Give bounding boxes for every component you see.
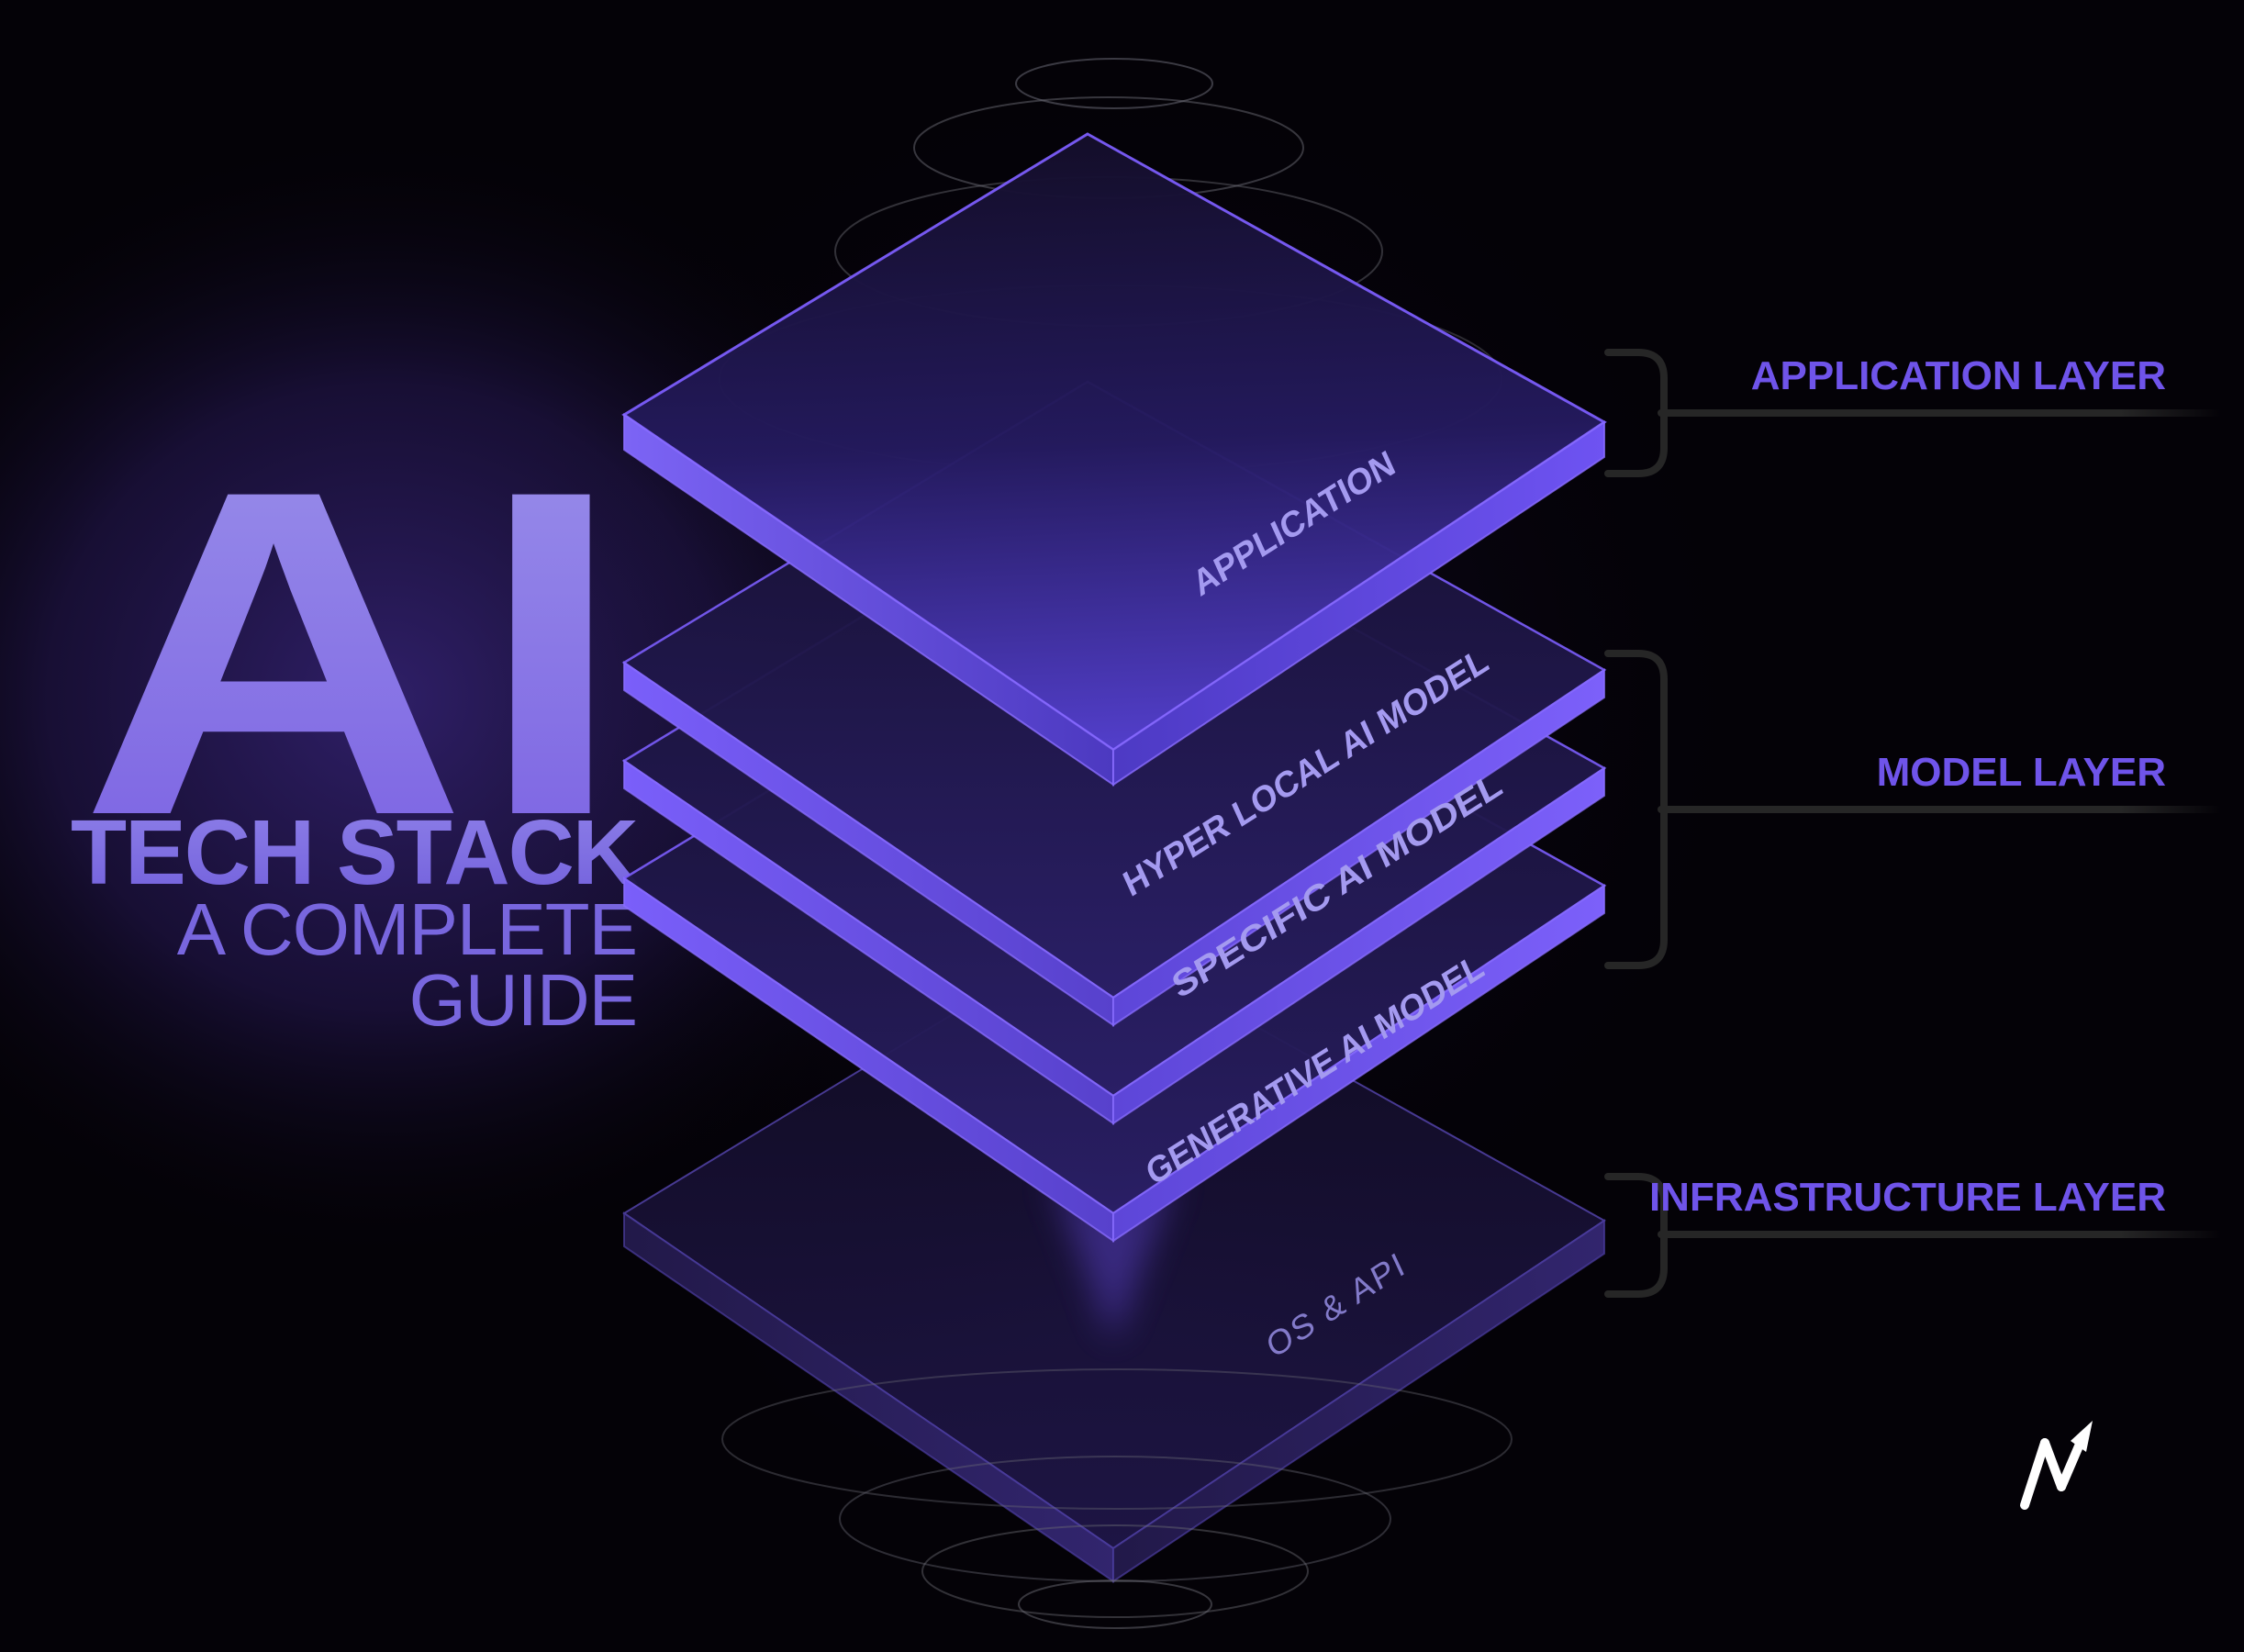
bottom-ripple-ellipses bbox=[721, 1368, 1513, 1629]
title-tagline-line2: GUIDE bbox=[409, 959, 637, 1041]
slab-application bbox=[621, 132, 1607, 787]
title-block: AI TECH STACK A COMPLETE GUIDE bbox=[71, 394, 641, 1041]
label-application-layer: APPLICATION LAYER bbox=[1751, 353, 2166, 398]
title-tagline-line1: A COMPLETE bbox=[177, 888, 637, 970]
label-model-layer: MODEL LAYER bbox=[1877, 750, 2166, 795]
title-main: AI bbox=[80, 394, 634, 911]
title-subtitle: TECH STACK bbox=[71, 801, 639, 904]
layer-labels: APPLICATION LAYER MODEL LAYER INFRASTRUC… bbox=[1649, 353, 2166, 1220]
annotation-connectors bbox=[1604, 349, 2225, 1298]
m-arrow-logo-icon bbox=[2020, 1421, 2093, 1510]
label-infrastructure-layer: INFRASTRUCTURE LAYER bbox=[1649, 1175, 2166, 1220]
